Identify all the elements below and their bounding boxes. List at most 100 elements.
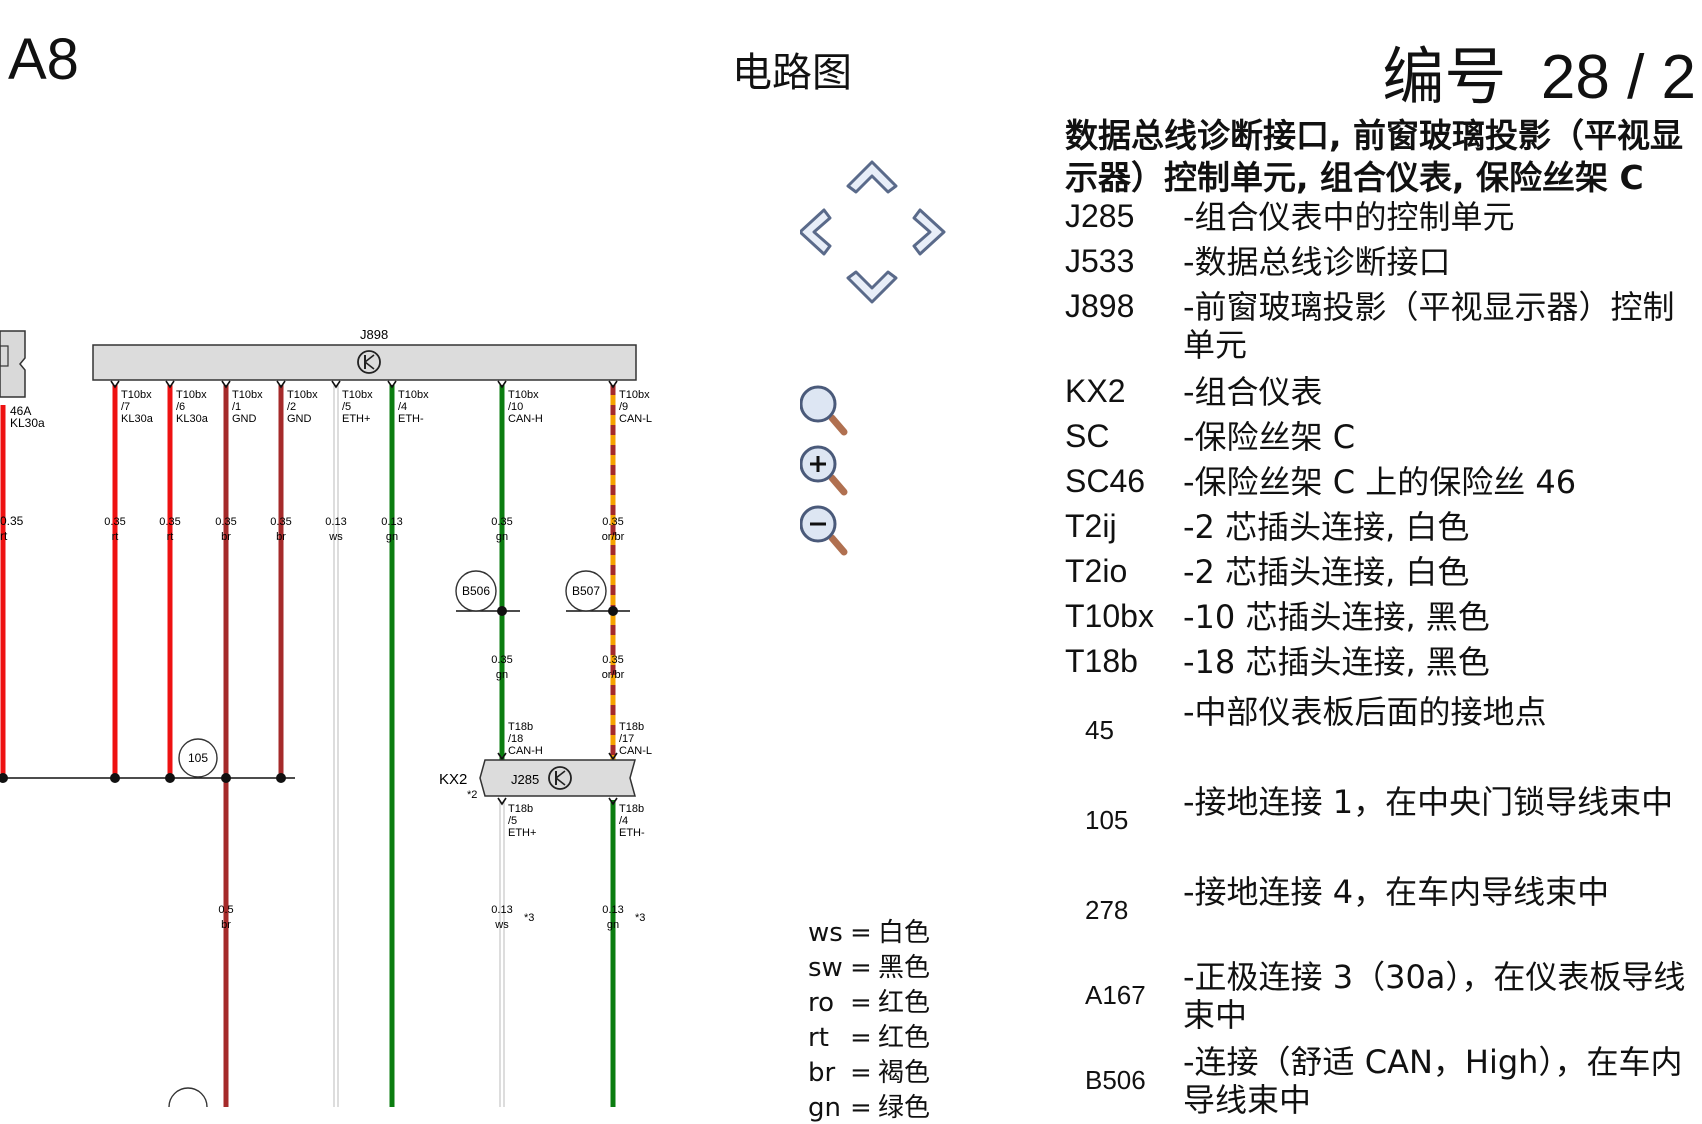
legend-description: -保险丝架 C 上的保险丝 46 <box>1183 463 1577 501</box>
document-number: 编号 28 / 2 <box>1382 26 1696 116</box>
wire-color-label: br <box>276 531 286 543</box>
color-name: 绿色 <box>878 1093 931 1123</box>
t18b-connector-label: T18b <box>619 803 644 815</box>
legend-description: -10 芯插头连接, 黑色 <box>1183 598 1490 636</box>
pin-signal-label: CAN-L <box>619 413 652 425</box>
color-abbr: ro <box>808 988 835 1018</box>
t18b-4-arrow <box>608 797 618 806</box>
sc-color-label: rt <box>0 529 8 543</box>
t18b-pin-label: /4 <box>619 815 628 827</box>
pin-connector-label: T10bx <box>619 389 650 401</box>
t18b-signal-label: CAN-L <box>619 745 652 757</box>
pin-signal-label: GND <box>232 413 257 425</box>
color-name: 黑色 <box>878 953 931 983</box>
splice-b506-label: B506 <box>462 584 490 598</box>
kx2-note: *2 <box>467 789 477 801</box>
color-abbr: br <box>808 1058 836 1088</box>
wire-color-label: or/br <box>602 531 625 543</box>
zoom-icon[interactable] <box>800 385 848 436</box>
j285-label: J285 <box>511 772 539 787</box>
transistor-symbol-j898 <box>357 350 381 374</box>
pin-signal-label: ETH- <box>398 413 424 425</box>
pin-arrow-0 <box>110 380 120 389</box>
ground-junction-3 <box>221 773 231 783</box>
legend-title: 数据总线诊断接口, 前窗玻璃投影（平视显示器）控制单元, 组合仪表, 保险丝架 … <box>1065 116 1684 197</box>
equals-sign: = <box>850 988 872 1018</box>
color-name: 褐色 <box>878 1058 931 1088</box>
t18b-pin-label: /17 <box>619 733 634 745</box>
t18b-signal-label: ETH- <box>619 827 645 839</box>
legend-description: -中部仪表板后面的接地点 <box>1183 693 1547 731</box>
splice-b507-label: B507 <box>572 584 600 598</box>
legend-code: J898 <box>1065 288 1135 324</box>
kx2-label: KX2 <box>439 771 467 788</box>
pin-arrow-7 <box>608 380 618 389</box>
legend-code: 45 <box>1085 715 1114 745</box>
eth-minus-color-label: gn <box>607 919 619 931</box>
pin-arrow-6 <box>497 380 507 389</box>
legend-code: J533 <box>1065 243 1135 279</box>
ground-junction-1 <box>110 773 120 783</box>
wire-color-label: gn <box>386 531 398 543</box>
equals-sign: = <box>850 953 872 983</box>
legend-description: -2 芯插头连接, 白色 <box>1183 553 1470 591</box>
t18b-connector-label: T18b <box>508 721 533 733</box>
model-title: A8 <box>8 27 79 92</box>
wiring-diagram: 46A KL30a J898 0.35rtT10bx/7KL30a0.35rtT… <box>0 327 652 1107</box>
color-abbr: rt <box>808 1023 829 1053</box>
legend-code: B506 <box>1085 1065 1146 1095</box>
pin-arrow-4 <box>331 380 341 389</box>
pin-signal-label: GND <box>287 413 312 425</box>
pin-arrow-2 <box>221 380 231 389</box>
wire-gauge-label: 0.13 <box>325 516 346 528</box>
pin-signal-label: CAN-H <box>508 413 543 425</box>
wire-color-label: gn <box>496 531 508 543</box>
wire-color-label: br <box>221 531 231 543</box>
wire-gauge-label: 0.35 <box>104 516 125 528</box>
can-l-gauge-label: 0.35 <box>602 654 623 666</box>
t18b-signal-label: ETH+ <box>508 827 536 839</box>
sc-gauge-label: 0.35 <box>0 514 24 528</box>
legend-description: -保险丝架 C <box>1183 418 1356 456</box>
arrow-down-icon[interactable] <box>846 270 898 304</box>
legend-description: -接地连接 4，在车内导线束中 <box>1183 873 1610 911</box>
color-legend-row: ws=白色 <box>808 912 930 948</box>
legend-description: -组合仪表 <box>1183 373 1323 411</box>
legend-code: KX2 <box>1065 373 1126 409</box>
color-legend-row: rt=红色 <box>808 1017 931 1053</box>
color-abbr: ws <box>808 918 843 948</box>
pin-connector-label: T10bx <box>342 389 373 401</box>
legend-code: T2io <box>1065 553 1128 589</box>
color-name: 红色 <box>878 1023 931 1053</box>
pin-number-label: /7 <box>121 401 130 413</box>
legend-code: SC46 <box>1065 463 1146 499</box>
equals-sign: = <box>850 918 872 948</box>
diagram-type-title: 电路图 <box>732 51 852 95</box>
zoom-out-icon[interactable] <box>800 505 848 556</box>
legend-code: T18b <box>1065 643 1138 679</box>
t18b-signal-label: CAN-H <box>508 745 543 757</box>
labels-layer: 0.35rtT10bx/7KL30a0.35rtT10bx/6KL30a0.35… <box>0 389 652 931</box>
legend-description: -正极连接 3（30a），在仪表板导线束中 <box>1183 958 1686 1034</box>
eth-plus-color-label: ws <box>494 919 509 931</box>
arrow-up-icon[interactable] <box>846 160 898 194</box>
wire-gauge-label: 0.35 <box>215 516 236 528</box>
pin-signal-label: ETH+ <box>342 413 370 425</box>
legend-description: -连接（舒适 CAN，High），在车内导线束中 <box>1183 1043 1683 1119</box>
pin-connector-label: T10bx <box>287 389 318 401</box>
transistor-symbol-j285 <box>548 766 572 790</box>
t18b-17-arrow <box>608 752 618 761</box>
arrow-left-icon[interactable] <box>800 208 832 256</box>
legend-description: -接地连接 1，在中央门锁导线束中 <box>1183 783 1674 821</box>
zoom-in-icon[interactable] <box>800 445 848 496</box>
color-legend-row: ro=红色 <box>808 982 930 1018</box>
arrow-right-icon[interactable] <box>912 208 946 256</box>
equals-sign: = <box>850 1093 872 1123</box>
legend-code: A167 <box>1085 980 1146 1010</box>
legend-code: T2ij <box>1065 508 1117 544</box>
navigation-controls <box>800 160 946 556</box>
wire-gauge-label: 0.35 <box>270 516 291 528</box>
t18b-5-arrow <box>497 797 507 806</box>
pin-connector-label: T10bx <box>176 389 207 401</box>
color-abbr: sw <box>808 953 843 983</box>
